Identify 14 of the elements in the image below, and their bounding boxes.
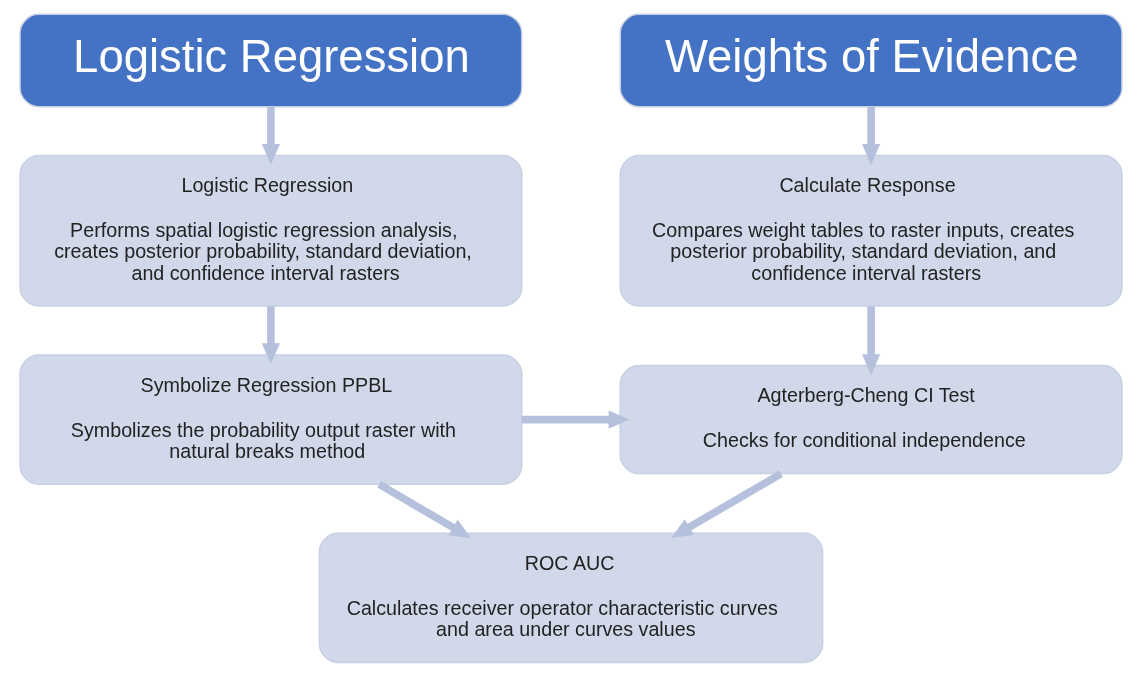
arrow bbox=[862, 106, 881, 165]
node-box: Logistic Regression bbox=[19, 13, 523, 108]
arrow bbox=[261, 306, 280, 364]
node-box: Calculate Response Compares weight tables to raster inputs, creates posterior probability, standard deviation, and confidence interval rasters bbox=[619, 154, 1123, 307]
arrow bbox=[377, 481, 471, 538]
node-box: Agterberg-Cheng CI Test Checks for conditional independence bbox=[619, 364, 1123, 475]
node-box: Symbolize Regression PPBL Symbolizes the probability output raster with natural breaks method bbox=[19, 354, 523, 485]
node-box: Logistic Regression Performs spatial logistic regression analysis, creates posterior probability, standard deviation, and confidence interval rasters bbox=[19, 154, 523, 307]
arrow bbox=[861, 306, 881, 375]
node-box: Weights of Evidence bbox=[619, 13, 1123, 108]
arrow bbox=[521, 410, 630, 429]
arrow bbox=[261, 106, 280, 165]
arrow bbox=[671, 470, 783, 538]
node-box: ROC AUC Calculates receiver operator characteristic curves and area under curves values bbox=[318, 532, 824, 664]
